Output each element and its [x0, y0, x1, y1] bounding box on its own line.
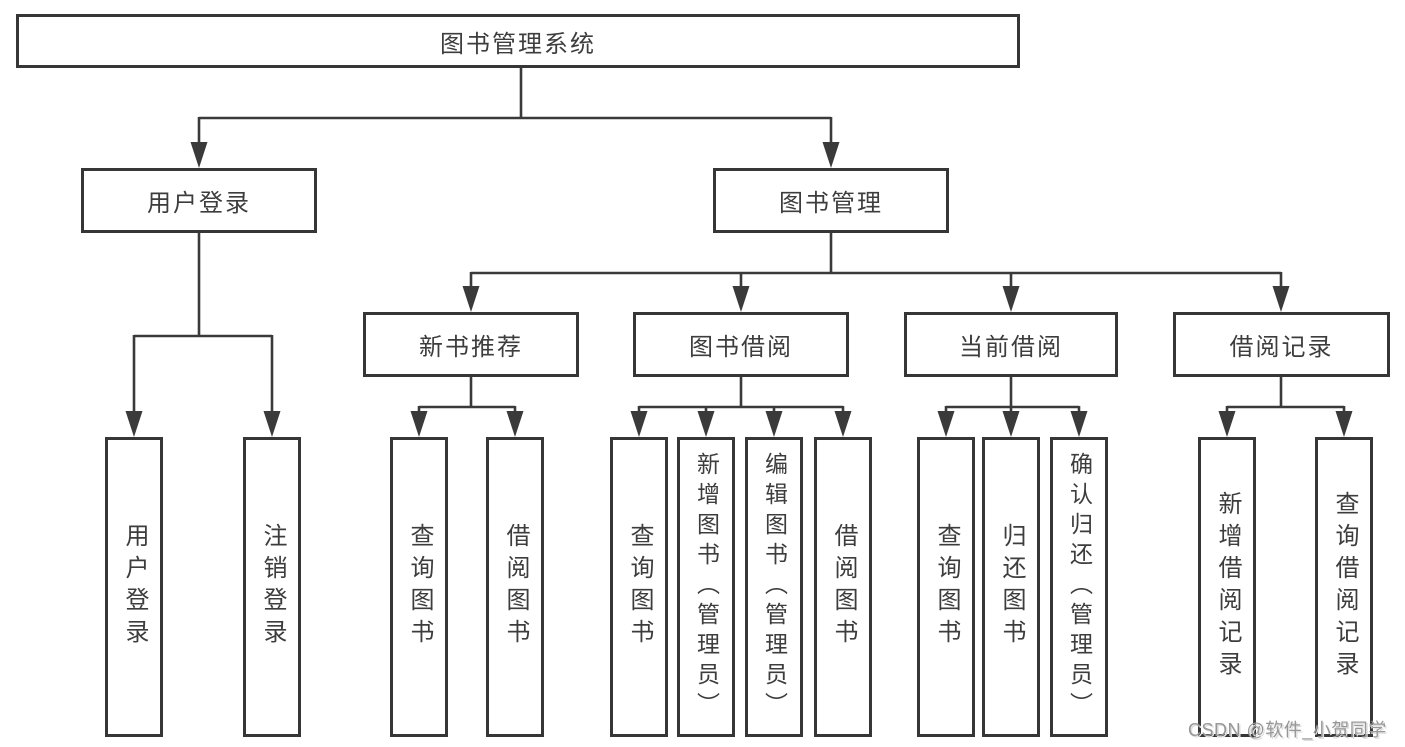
node-bb-add-books-admin: 新增图书（管理员） [677, 437, 735, 737]
node-new-book-recommendation: 新书推荐 [363, 312, 579, 377]
node-bb-borrow-books-label: 借阅图书 [830, 523, 857, 651]
node-cb-query-books-label: 查询图书 [933, 523, 960, 651]
node-br-query-record-label: 查询借阅记录 [1331, 491, 1358, 683]
node-book-management: 图书管理 [713, 168, 949, 233]
node-nb-query-books: 查询图书 [390, 437, 448, 737]
node-br-add-record-label: 新增借阅记录 [1214, 491, 1241, 683]
node-bb-add-books-admin-label: 新增图书（管理员） [693, 452, 720, 722]
node-bb-query-books-label: 查询图书 [626, 523, 653, 651]
node-login-label: 用户登录 [121, 523, 148, 651]
node-cb-query-books: 查询图书 [917, 437, 975, 737]
node-book-borrowing: 图书借阅 [633, 312, 849, 377]
node-br-query-record: 查询借阅记录 [1315, 437, 1373, 737]
watermark: CSDN @软件_小贺同学 [1188, 720, 1387, 740]
node-bb-edit-books-admin-label: 编辑图书（管理员） [761, 452, 788, 722]
node-nb-borrow-books-label: 借阅图书 [502, 523, 529, 651]
node-cb-return-books-label: 归还图书 [998, 523, 1025, 651]
node-bb-query-books: 查询图书 [610, 437, 668, 737]
node-current-borrowing: 当前借阅 [904, 312, 1118, 377]
node-user-login: 用户登录 [81, 168, 317, 233]
node-br-add-record: 新增借阅记录 [1198, 437, 1256, 737]
node-bb-borrow-books: 借阅图书 [814, 437, 872, 737]
node-nb-query-books-label: 查询图书 [406, 523, 433, 651]
node-login: 用户登录 [105, 437, 163, 737]
arrowhead-icons [125, 142, 1353, 437]
node-cb-confirm-return-admin: 确认归还（管理员） [1050, 437, 1108, 737]
node-library-system: 图书管理系统 [16, 14, 1020, 68]
node-logout: 注销登录 [243, 437, 301, 737]
node-borrowing-records: 借阅记录 [1173, 312, 1390, 377]
node-cb-return-books: 归还图书 [982, 437, 1040, 737]
node-cb-confirm-return-admin-label: 确认归还（管理员） [1066, 452, 1093, 722]
node-logout-label: 注销登录 [259, 523, 286, 651]
node-nb-borrow-books: 借阅图书 [486, 437, 544, 737]
node-bb-edit-books-admin: 编辑图书（管理员） [745, 437, 803, 737]
